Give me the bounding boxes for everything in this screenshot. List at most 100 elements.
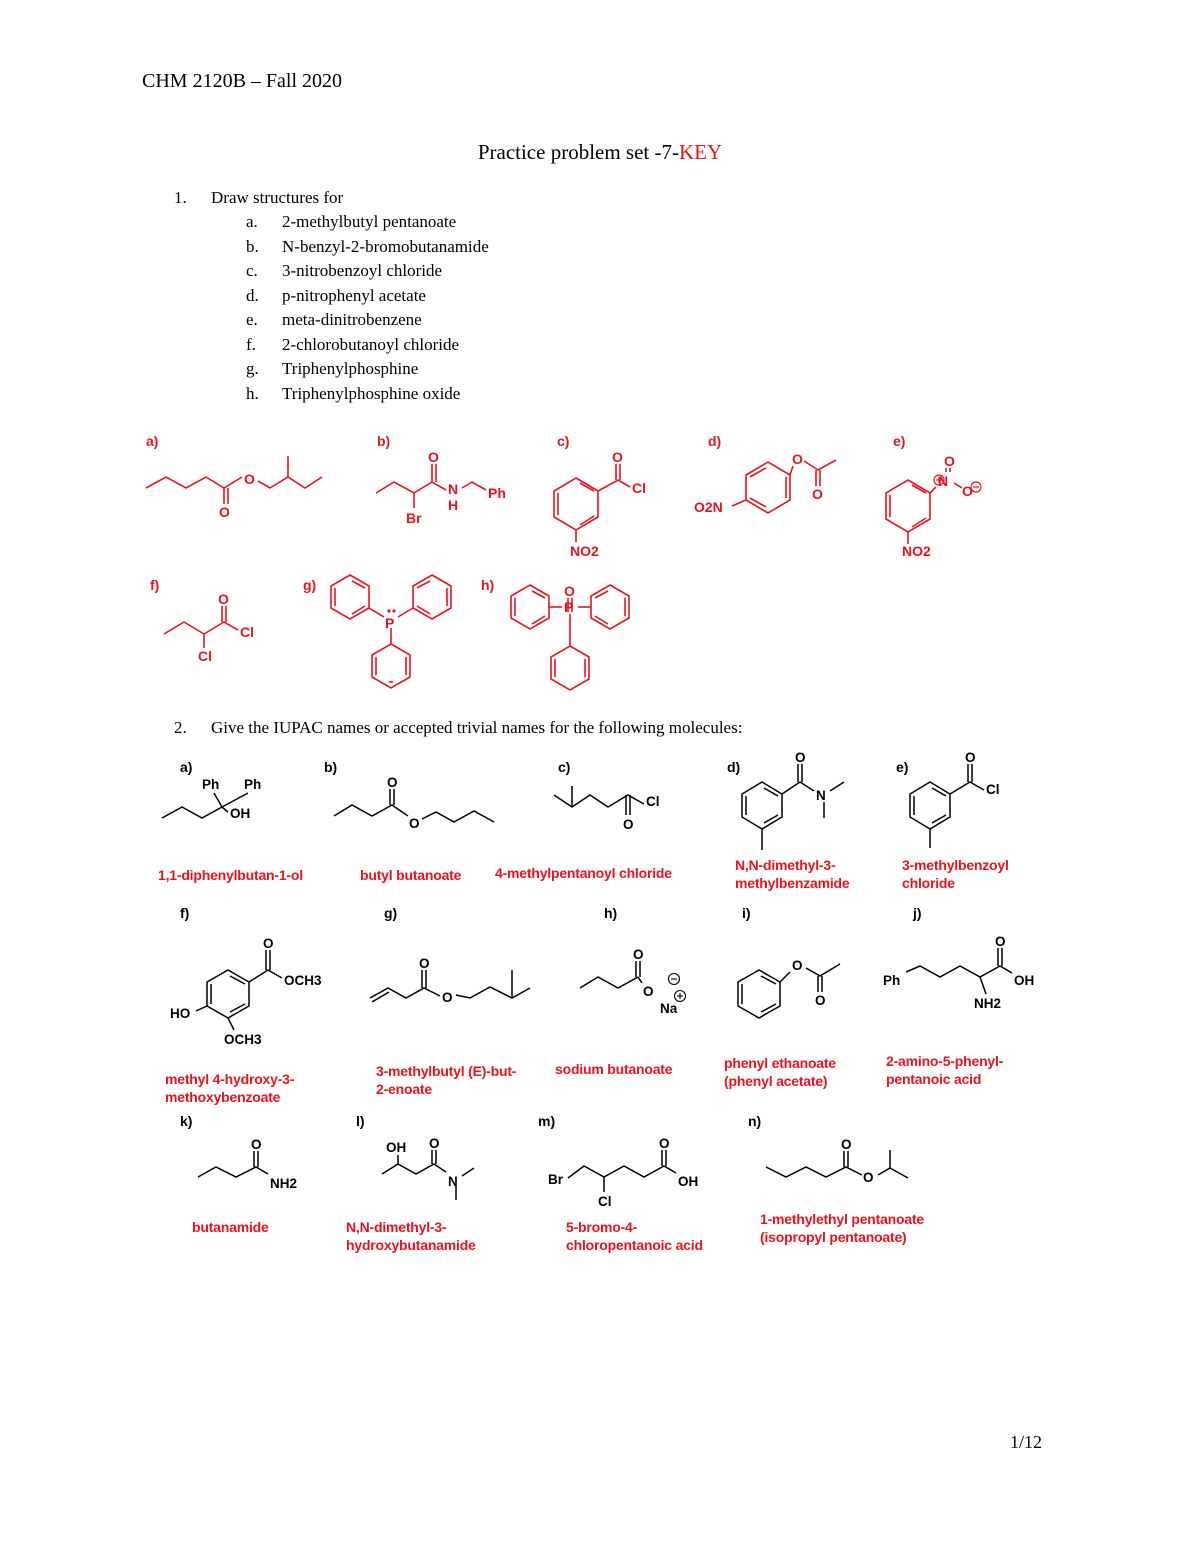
svg-text:Ph: Ph [202,777,219,792]
answer-l: N,N-dimethyl-3-hydroxybutanamide [346,1219,476,1253]
svg-text:O: O [633,947,644,962]
q2-label-k: k) [180,1113,192,1129]
svg-text:O: O [841,1137,852,1152]
page-header: CHM 2120B – Fall 2020 [142,70,343,92]
answer-j: 2-amino-5-phenyl-pentanoic acid [886,1053,1004,1087]
svg-text:O: O [812,486,823,502]
answer-i: phenyl ethanoate (phenyl acetate) [724,1055,836,1089]
q2-label-a: a) [180,759,192,775]
q2-structures: a) b) c) d) e) f) g) h) i) j) k) l) m) n… [161,750,1034,1209]
svg-text:OH: OH [1014,973,1034,988]
answer-b: butyl butanoate [360,867,462,883]
svg-text:P: P [385,615,394,631]
q2-label-d: d) [727,759,740,775]
q1-struct-label-h: h) [481,577,494,593]
svg-text:Cl: Cl [598,1194,612,1209]
q1-struct-label-a: a) [146,433,158,449]
q2-label-m: m) [538,1113,555,1129]
svg-text:O: O [219,504,230,520]
svg-text:NH2: NH2 [974,996,1001,1011]
answer-h: sodium butanoate [555,1061,673,1077]
svg-text:Br: Br [548,1172,564,1187]
svg-text:OH: OH [386,1140,406,1155]
answer-k: butanamide [192,1219,269,1235]
q1-item: e.meta-dinitrobenzene [246,310,422,329]
svg-text:O: O [251,1137,262,1152]
answer-c: 4-methylpentanoyl chloride [495,865,672,881]
svg-text:O: O [218,591,229,607]
svg-text:O: O [623,817,634,832]
answer-f: methyl 4-hydroxy-3-methoxybenzoate [165,1071,295,1105]
svg-text:N: N [448,1174,458,1189]
svg-text:O: O [564,583,575,599]
svg-text:NO2: NO2 [902,543,931,559]
q2-label-b: b) [324,759,337,775]
answer-n: 1-methylethyl pentanoate (isopropyl pent… [760,1211,925,1245]
q1-struct-label-e: e) [893,433,905,449]
svg-text:Ph: Ph [488,485,506,501]
q2-label-e: e) [896,759,908,775]
q2-label-f: f) [180,905,189,921]
svg-text:OCH3: OCH3 [284,973,322,988]
svg-text:Cl: Cl [632,480,646,496]
q1-item: g.Triphenylphosphine [246,359,419,378]
q1-item: c.3-nitrobenzoyl chloride [246,261,443,280]
svg-text:Cl: Cl [240,624,254,640]
q2-label-l: l) [356,1113,365,1129]
mol-a-chain [145,476,243,489]
svg-text:O: O [659,1136,670,1151]
svg-text:O: O [612,449,623,465]
svg-text:O: O [244,471,255,487]
svg-text:O: O [792,451,803,467]
svg-text:NH2: NH2 [270,1176,297,1191]
q1-item: d.p-nitrophenyl acetate [246,285,426,305]
svg-text:N: N [448,481,458,497]
q1-struct-label-d: d) [708,433,721,449]
svg-text:O: O [419,956,430,971]
svg-text:Cl: Cl [986,782,1000,797]
svg-text:O: O [409,816,420,831]
svg-text:N: N [816,788,826,803]
svg-text:Na: Na [660,1001,678,1016]
svg-text:O: O [429,1136,440,1151]
svg-text:O: O [863,1170,874,1185]
svg-text:H: H [448,497,458,513]
svg-text:OH: OH [230,806,250,821]
q2-label-c: c) [558,759,570,775]
svg-text:O2N: O2N [694,499,723,515]
answer-a: 1,1-diphenylbutan-1-ol [158,867,303,883]
svg-text:P: P [564,599,573,615]
svg-text:Ph: Ph [244,777,261,792]
q1-item: h.Triphenylphosphine oxide [246,383,461,403]
q1-struct-label-f: f) [150,577,159,593]
answer-g: 3-methylbutyl (E)-but-2-enoate [376,1063,517,1097]
svg-text:O: O [387,775,398,790]
svg-text:O: O [965,750,976,765]
svg-text:O: O [263,936,274,951]
svg-text:Cl: Cl [646,794,660,809]
svg-text:O: O [944,453,955,469]
question-1: 1.Draw structures for [174,188,344,207]
svg-text:O: O [792,958,803,973]
svg-text:OH: OH [678,1174,698,1189]
answer-m: 5-bromo-4-chloropentanoic acid [566,1219,703,1253]
q1-item: b.N-benzyl-2-bromobutanamide [246,236,489,256]
q2-label-i: i) [742,905,751,921]
svg-text:O: O [815,993,826,1008]
q1-item: a.2-methylbutyl pentanoate [246,212,457,231]
svg-text:OCH3: OCH3 [224,1032,262,1047]
q2-label-n: n) [748,1113,761,1129]
svg-text:O: O [795,750,806,765]
svg-text:O: O [962,483,973,499]
q1-struct-label-c: c) [557,433,569,449]
svg-text:Ph: Ph [883,973,900,988]
svg-text:Br: Br [406,510,422,526]
svg-text:N: N [938,473,948,489]
svg-text:NO2: NO2 [570,543,599,559]
svg-text:O: O [428,449,439,465]
svg-text:Cl: Cl [198,648,212,664]
q2-label-j: j) [912,905,922,921]
q1-struct-label-b: b) [377,433,390,449]
q1-item: f.2-chlorobutanoyl chloride [246,334,460,354]
svg-text:O: O [442,990,453,1005]
